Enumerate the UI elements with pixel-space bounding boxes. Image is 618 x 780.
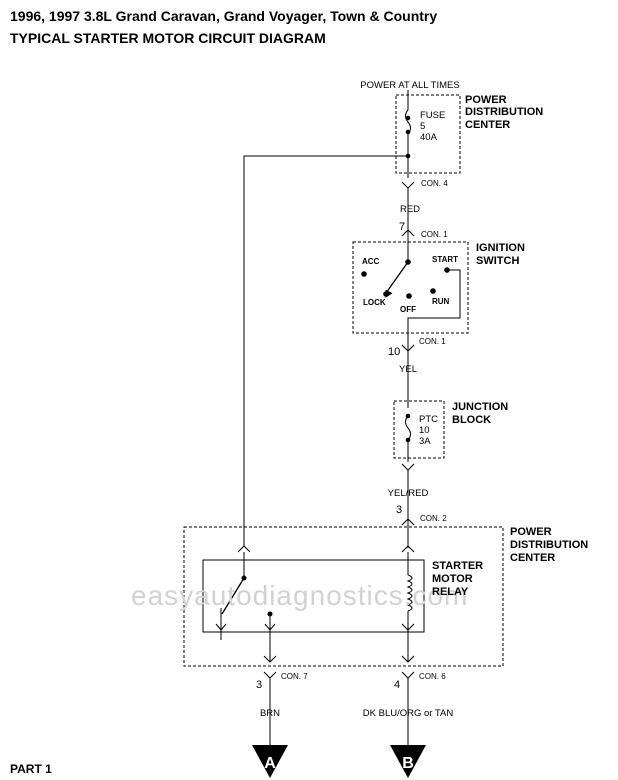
pdc-top-l1: POWER (465, 94, 507, 106)
pdc-top-box (395, 94, 461, 174)
relay-coil-symbol (406, 574, 413, 612)
run-contact (430, 288, 436, 294)
ptc-10-symbol (405, 415, 411, 441)
off-label: OFF (400, 305, 416, 314)
diagram-subtitle: TYPICAL STARTER MOTOR CIRCUIT DIAGRAM (10, 30, 326, 46)
wire-yel-label: YEL (399, 364, 417, 375)
pdc-bottom-l2: DISTRIBUTION (510, 539, 588, 551)
con7-symbol (263, 671, 277, 679)
pdc-bottom-l1: POWER (510, 526, 552, 538)
pin-3a-label: 3 (396, 504, 402, 516)
ptc-l1: PTC (419, 414, 438, 425)
pdc-bottom-l3: CENTER (510, 552, 555, 564)
con1a-label: CON. 1 (421, 230, 448, 239)
ignition-lever (385, 261, 409, 294)
start-contact (444, 267, 450, 273)
pin-3b-label: 3 (256, 679, 262, 691)
pdc-bottom-box (183, 526, 504, 667)
start-contact-wire (407, 269, 461, 350)
fuse-l3: 40A (420, 132, 438, 143)
junction-block-l2: BLOCK (452, 414, 491, 426)
lock-label: LOCK (363, 298, 386, 307)
relay-l2: MOTOR (432, 573, 473, 585)
acc-label: ACC (362, 257, 380, 266)
part-label: PART 1 (10, 762, 52, 776)
pdc-top-l3: CENTER (465, 119, 510, 131)
junction-block-l1: JUNCTION (452, 401, 508, 413)
wire-fuse-to-relay (243, 155, 408, 546)
connector-b-label: B (402, 755, 414, 772)
connector-a (252, 745, 288, 778)
relay-l1: STARTER (432, 560, 483, 572)
ignition-title-l1: IGNITION (476, 242, 525, 254)
con7-label: CON. 7 (281, 672, 308, 681)
power-at-all-times-label: POWER AT ALL TIMES (360, 80, 459, 91)
con4-symbol (401, 181, 415, 189)
diagram-title: 1996, 1997 3.8L Grand Caravan, Grand Voy… (10, 8, 438, 24)
ptc-l2: 10 (419, 425, 430, 436)
relay-l3: RELAY (432, 586, 469, 598)
wire-yelred-label: YEL/RED (388, 488, 429, 499)
fuse-5-symbol (405, 109, 411, 135)
wire-red-label: RED (400, 204, 420, 215)
starter-relay-box (202, 559, 425, 633)
relay-switch-arm (221, 577, 245, 615)
ignition-switch-box (352, 241, 469, 334)
pdc-top-l2: DISTRIBUTION (465, 106, 543, 118)
wire-dkblu-label: DK BLU/ORG or TAN (363, 708, 454, 719)
pin-10-label: 10 (388, 346, 400, 358)
con4-label: CON. 4 (421, 179, 448, 188)
start-label: START (432, 255, 458, 264)
connector-a-label: A (264, 755, 276, 772)
acc-contact (361, 271, 367, 277)
connector-b (390, 745, 426, 778)
watermark: easyautodiagnostics.com (131, 580, 468, 611)
ptc-l3: 3A (419, 436, 431, 447)
lock-contact (383, 291, 389, 297)
con6-label: CON. 6 (419, 672, 446, 681)
run-label: RUN (432, 297, 450, 306)
con-jb-out-symbol (401, 463, 415, 471)
pin-4-label: 4 (394, 679, 400, 691)
con6-symbol (401, 671, 415, 679)
con1b-label: CON. 1 (419, 337, 446, 346)
pin-7-label: 7 (399, 221, 405, 233)
fuse-l2: 5 (420, 121, 425, 132)
fuse-l1: FUSE (420, 110, 445, 121)
wire-brn-label: BRN (260, 708, 280, 719)
con2-label: CON. 2 (420, 514, 447, 523)
junction-block-box (393, 400, 445, 459)
ignition-title-l2: SWITCH (476, 255, 519, 267)
off-contact (406, 293, 412, 299)
